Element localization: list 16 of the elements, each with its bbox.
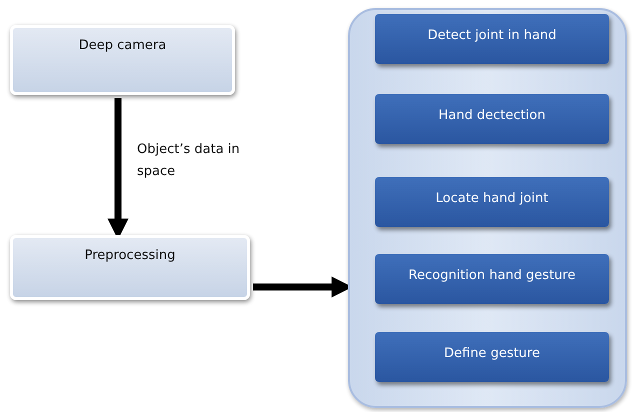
step-box (375, 254, 609, 304)
step-box (375, 177, 609, 227)
step-box (375, 332, 609, 382)
step-box (375, 14, 609, 64)
node-label: Preprocessing (84, 248, 176, 263)
node-label: Detect joint in hand (428, 28, 556, 42)
steps-panel (348, 8, 627, 408)
edge-label: Object’s data in space (137, 141, 241, 181)
step-box (375, 94, 609, 144)
node-label: Deep camera (78, 38, 166, 53)
process-box (10, 25, 235, 95)
node-label: Define gesture (444, 346, 540, 360)
node-label: Hand dectection (438, 108, 546, 122)
node-label: Recognition hand gesture (408, 268, 576, 282)
node-label: Locate hand joint (436, 190, 548, 206)
process-box (10, 235, 250, 300)
